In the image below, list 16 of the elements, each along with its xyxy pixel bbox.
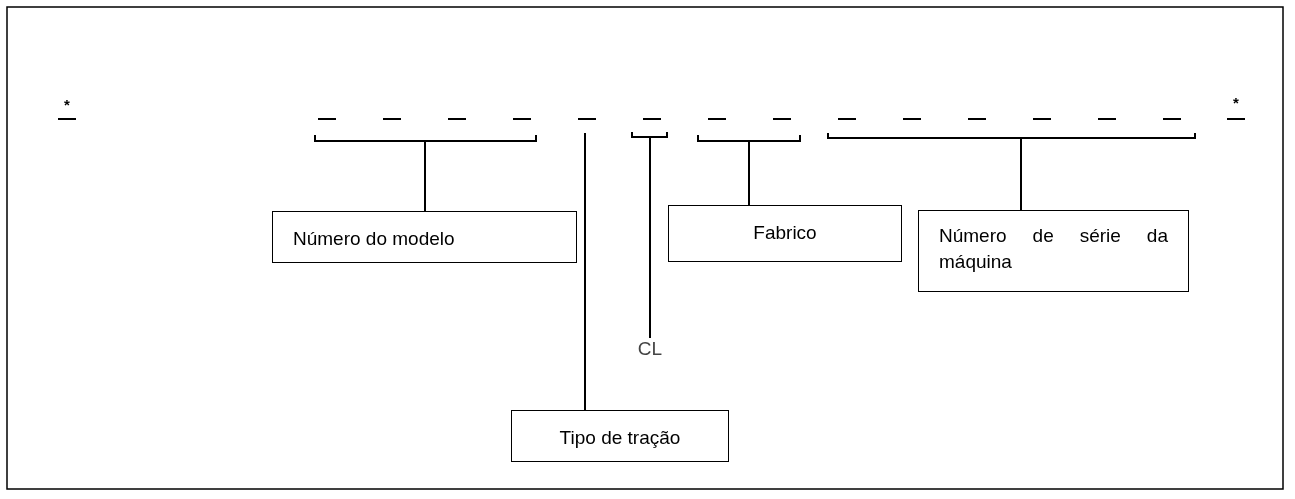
leader-line: [424, 140, 426, 212]
field-label: Tipo de tração: [558, 426, 682, 450]
leader-line: [649, 136, 651, 339]
label-box: [668, 205, 902, 262]
field-label: Número de série da máquina: [939, 224, 1168, 274]
field-label: Fabrico: [752, 221, 818, 245]
label-box: [918, 210, 1189, 292]
asterisk-mark: *: [63, 96, 71, 113]
leader-line: [584, 132, 586, 411]
leader-line: [1020, 137, 1022, 211]
code-label: CL: [630, 338, 670, 360]
leader-line: [748, 140, 750, 206]
asterisk-mark: *: [1232, 94, 1240, 111]
field-label: Número do modelo: [293, 227, 456, 251]
label-box: [272, 211, 577, 263]
label-box: [511, 410, 729, 462]
